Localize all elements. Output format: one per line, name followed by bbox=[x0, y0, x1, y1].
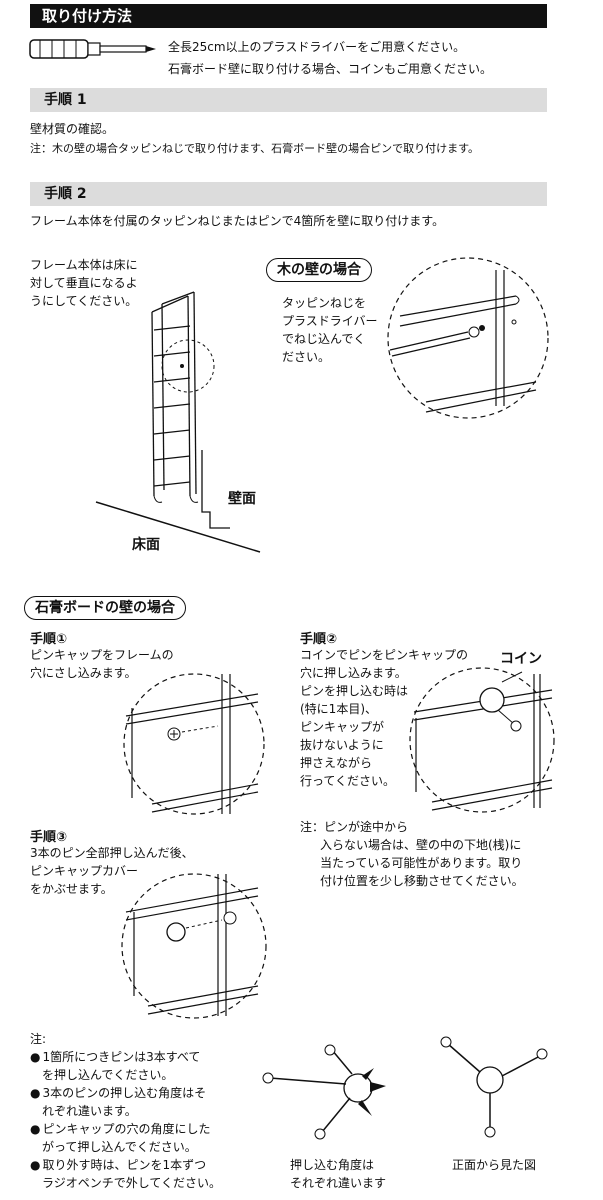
note-item: 3本のピンの押し込む角度はそ bbox=[30, 1084, 250, 1102]
gypsum-step1-illustration bbox=[123, 673, 265, 815]
frame-note: フレーム本体は床に 対して垂直になるよ うにしてください。 bbox=[30, 258, 138, 308]
wood-note: タッピンねじを プラスドライバー でねじ込んでく ださい。 bbox=[282, 296, 378, 364]
step1-heading: 手順 1 bbox=[30, 88, 547, 112]
wood-wall-title: 木の壁の場合 bbox=[266, 258, 372, 282]
gypsum-step2-illustration bbox=[409, 667, 555, 813]
floor-label: 床面 bbox=[132, 537, 160, 553]
notes-head: 注: bbox=[30, 1032, 47, 1046]
gypsum-step1-text: ピンキャップをフレームの 穴にさし込みます。 bbox=[30, 648, 174, 680]
tools-text-2: 石膏ボード壁に取り付ける場合、コインもご用意ください。 bbox=[168, 62, 493, 76]
caption-left: 押し込む角度は それぞれ違います bbox=[290, 1158, 387, 1190]
step2-heading: 手順 2 bbox=[30, 182, 547, 206]
step2-text: フレーム本体を付属のタッピンねじまたはピンで4箇所を壁に取り付けます。 bbox=[30, 214, 445, 228]
frame-illustration bbox=[95, 291, 261, 553]
wall-label: 壁面 bbox=[228, 491, 256, 507]
note-item: 1箇所につきピンは3本すべて bbox=[30, 1048, 250, 1066]
tools-text-1: 全長25cm以上のプラスドライバーをご用意ください。 bbox=[168, 40, 466, 54]
section-title: 取り付け方法 bbox=[30, 4, 547, 28]
gypsum-step3-illustration bbox=[121, 873, 267, 1019]
gypsum-note-body: 入らない場合は、壁の中の下地(桟)に 当たっている可能性があります。取り 付け位… bbox=[320, 838, 524, 888]
gypsum-step2-text: コインでピンをピンキャップの 穴に押し込みます。 ピンを押し込む時は (特に1本… bbox=[300, 648, 469, 788]
gypsum-wall-title: 石膏ボードの壁の場合 bbox=[24, 596, 186, 620]
coin-label: コイン bbox=[500, 651, 542, 667]
note-item: ピンキャップの穴の角度にした bbox=[30, 1120, 250, 1138]
step1-note: 注：木の壁の場合タッピンねじで取り付けます、石膏ボード壁の場合ピンで取り付けます… bbox=[30, 142, 480, 155]
gypsum-step1-title: 手順① bbox=[30, 632, 68, 647]
gypsum-step2-title: 手順② bbox=[300, 632, 338, 647]
caption-right: 正面から見た図 bbox=[452, 1158, 537, 1172]
notes-list: 1箇所につきピンは3本すべて を押し込んでください。 3本のピンの押し込む角度は… bbox=[30, 1048, 250, 1192]
screwdriver-icon bbox=[29, 39, 156, 59]
gypsum-step3-title: 手順③ bbox=[30, 830, 68, 845]
front-view-illustration bbox=[440, 1036, 548, 1138]
note-item: 取り外す時は、ピンを1本ずつ bbox=[30, 1156, 250, 1174]
step1-text: 壁材質の確認。 bbox=[30, 122, 115, 136]
pin-angle-illustration bbox=[262, 1044, 386, 1140]
wood-wall-illustration bbox=[387, 257, 549, 419]
gypsum-note-head: 注：ピンが途中から bbox=[300, 820, 409, 834]
gypsum-step3-text: 3本のピン全部押し込んだ後、 ピンキャップカバー をかぶせます。 bbox=[30, 846, 194, 896]
